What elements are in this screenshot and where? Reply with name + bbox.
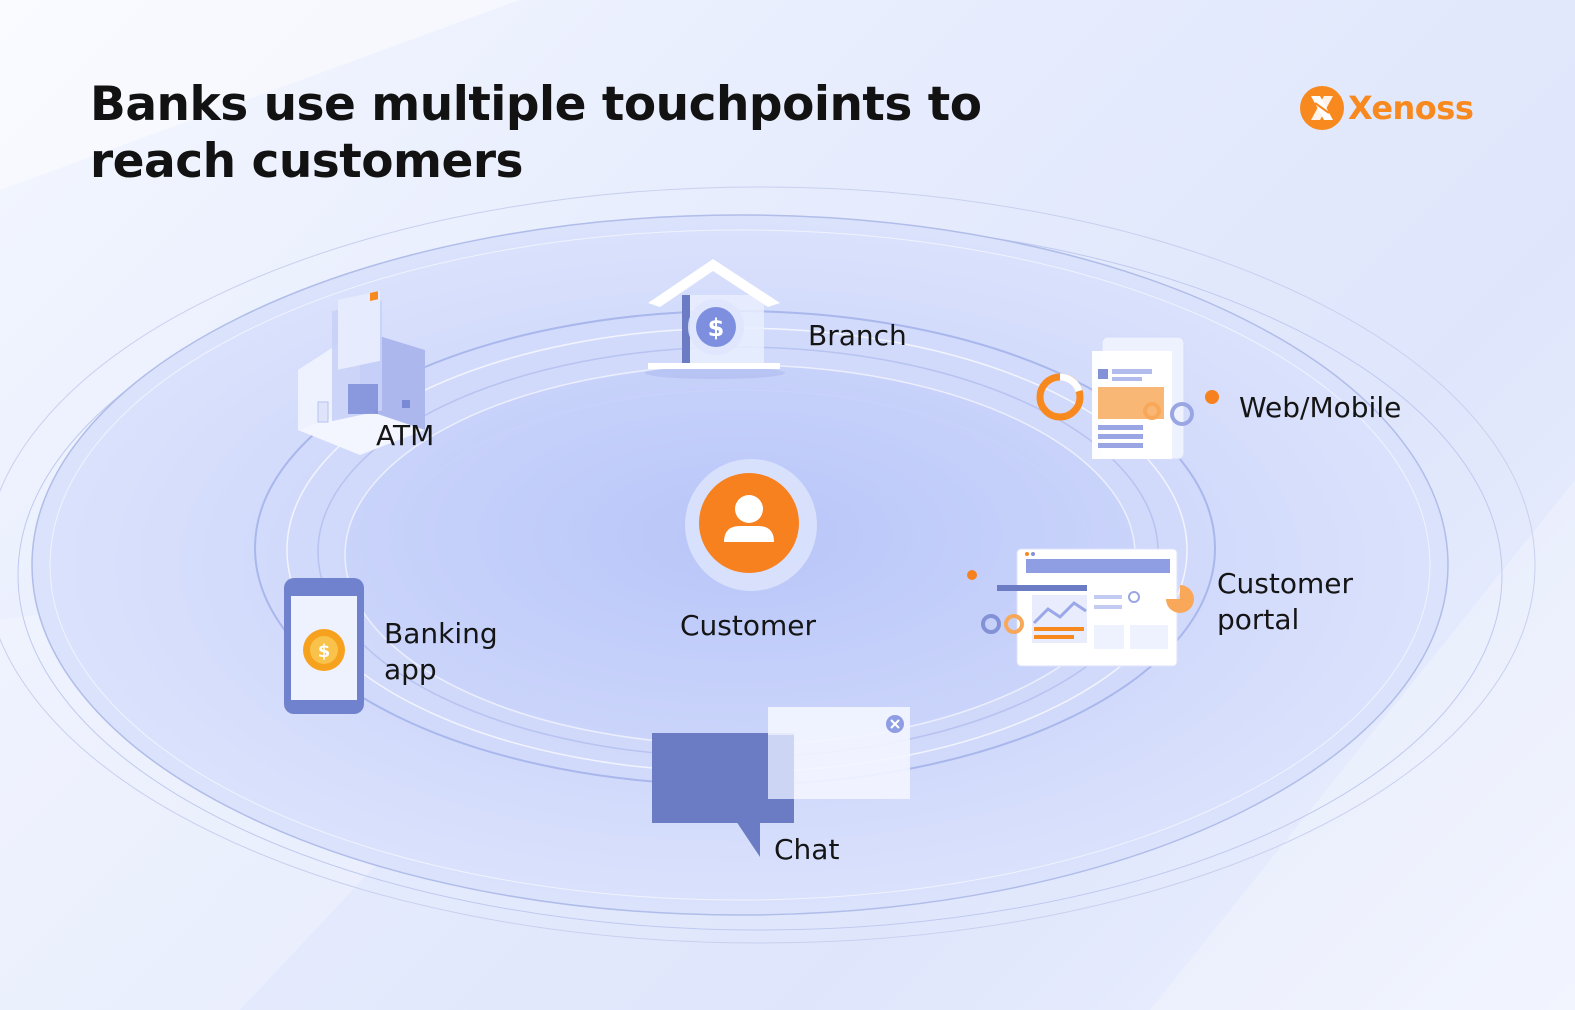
dashboard-icon — [967, 548, 1194, 667]
touchpoint-label-web-mobile: Web/Mobile — [1239, 391, 1402, 424]
atm-machine-icon — [298, 290, 425, 455]
touchpoint-customer-portal — [962, 545, 1197, 670]
touchpoint-label-customer-portal: Customer portal — [1217, 566, 1353, 638]
user-icon — [685, 459, 817, 591]
touchpoint-label-branch: Branch — [808, 319, 907, 352]
touchpoint-web-mobile — [1032, 333, 1227, 463]
touchpoint-label-banking-app: Banking app — [384, 616, 498, 688]
smartphone-coin-icon: $ — [284, 578, 364, 714]
touchpoint-label-atm: ATM — [376, 419, 435, 452]
banking-app-line-1: Banking — [384, 617, 498, 650]
logo-wordmark: Xenoss — [1348, 89, 1474, 127]
page-title: Banks use multiple touchpoints to reach … — [90, 77, 982, 189]
customer-portal-line-1: Customer — [1217, 567, 1354, 600]
center-label: Customer — [680, 609, 817, 642]
xenoss-logo-icon — [1300, 86, 1344, 130]
touchpoint-label-chat: Chat — [774, 833, 840, 866]
svg-text:$: $ — [708, 314, 725, 342]
bank-building-icon: $ — [645, 259, 785, 379]
customer-portal-line-2: portal — [1217, 603, 1300, 636]
banking-app-line-2: app — [384, 653, 437, 686]
web-mobile-icon — [1036, 336, 1219, 460]
svg-text:$: $ — [318, 641, 331, 662]
touchpoint-banking-app: $ — [282, 576, 366, 716]
center-customer — [684, 458, 818, 592]
xenoss-logo: Xenoss — [1298, 84, 1474, 132]
touchpoint-chat — [650, 705, 915, 865]
chat-bubble-icon — [652, 707, 910, 857]
touchpoint-atm — [290, 290, 435, 460]
touchpoint-branch: $ — [640, 255, 790, 380]
